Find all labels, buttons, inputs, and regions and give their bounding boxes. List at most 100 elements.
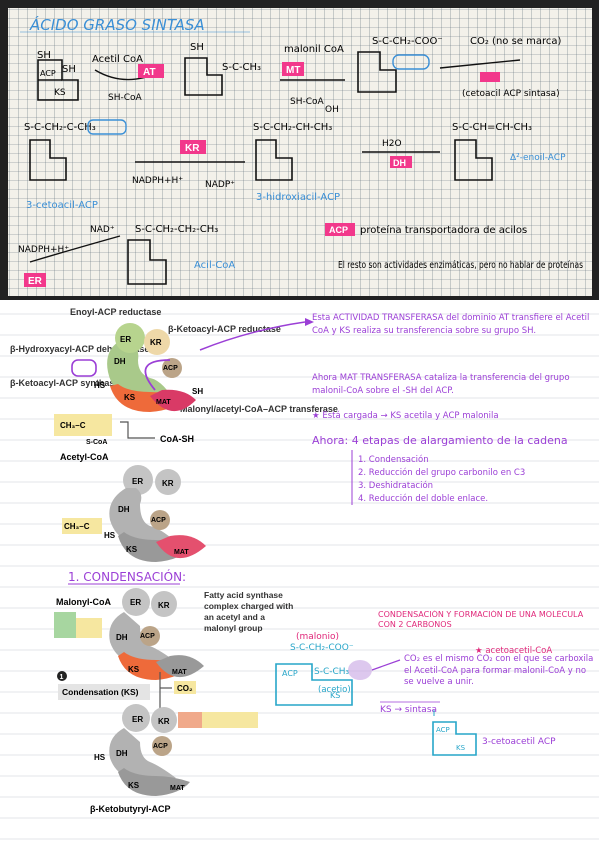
co2-note: CO₂ es el mismo CO₂ con el que se carbox…	[404, 654, 594, 687]
svg-text:DH: DH	[393, 158, 406, 168]
svg-text:S-C-CH₂-CH₂-CH₃: S-C-CH₂-CH₂-CH₃	[135, 224, 218, 235]
svg-text:ER: ER	[120, 335, 131, 344]
svg-text:KS: KS	[54, 88, 66, 98]
fas-figure-2: Malonyl-CoA ER KR DH ACP KS MAT Fatty ac…	[54, 588, 294, 814]
svg-text:NADPH+H⁺: NADPH+H⁺	[18, 245, 69, 255]
svg-text:malonil CoA: malonil CoA	[284, 44, 344, 55]
svg-text:(acetio): (acetio)	[318, 685, 351, 695]
svg-text:Acil-CoA: Acil-CoA	[194, 260, 235, 271]
svg-text:AT: AT	[143, 67, 156, 78]
kr-domain	[144, 329, 170, 355]
svg-text:KS: KS	[124, 393, 136, 402]
condensation-title: CONDENSACIÓN Y FORMACIÓN DE UNA MOLÉCULA…	[378, 610, 584, 629]
dh-domain	[107, 342, 170, 396]
svg-text:S-C-CH₂-C-CH₃: S-C-CH₂-C-CH₃	[24, 122, 96, 133]
acetyl-coa-box	[54, 414, 112, 436]
svg-text:NADP⁺: NADP⁺	[205, 180, 235, 190]
acp-ks-block-1	[37, 59, 79, 101]
fig2-caption: Fatty acid synthase complex charged with…	[204, 590, 294, 633]
svg-text:ACP: ACP	[140, 633, 155, 640]
notes-block-2: CONDENSACIÓN Y FORMACIÓN DE UNA MOLÉCULA…	[275, 610, 594, 756]
svg-text:HS: HS	[94, 753, 106, 762]
ks-sintasa: KS → sintasa	[380, 705, 437, 715]
svg-text:Δ²-enoil-ACP: Δ²-enoil-ACP	[510, 153, 566, 163]
product-label: β-Ketobutyryl-ACP	[90, 804, 171, 814]
svg-text:HS: HS	[94, 381, 106, 390]
note-stages-heading: Ahora: 4 etapas de alargamiento de la ca…	[312, 434, 568, 447]
svg-text:ACP: ACP	[163, 365, 178, 372]
svg-text:3-hidroxiacil-ACP: 3-hidroxiacil-ACP	[256, 192, 340, 203]
note-loaded: ★ Está cargada → KS acetila y ACP maloni…	[312, 411, 499, 421]
at-tag	[138, 64, 164, 78]
svg-text:ACP: ACP	[436, 726, 450, 734]
mat-domain	[150, 389, 196, 412]
svg-text:KS: KS	[126, 545, 138, 554]
svg-text:SH: SH	[37, 50, 51, 61]
svg-text:NAD⁺: NAD⁺	[90, 225, 115, 235]
note-at-transfer: Esta ACTIVIDAD TRANSFERASA del dominio A…	[312, 313, 590, 336]
svg-text:ACP: ACP	[151, 517, 166, 524]
svg-text:Malonyl-CoA: Malonyl-CoA	[56, 597, 111, 607]
svg-text:Malonyl/acetyl-CoA–ACP transfe: Malonyl/acetyl-CoA–ACP transferase	[180, 404, 338, 414]
mat-domain-2	[156, 535, 206, 559]
svg-text:KR: KR	[158, 717, 170, 726]
svg-text:β-Hydroxyacyl-ACP dehydratase: β-Hydroxyacyl-ACP dehydratase	[10, 344, 149, 354]
svg-text:KR: KR	[158, 601, 170, 610]
svg-text:KS: KS	[128, 665, 140, 674]
svg-text:4. Reducción del doble enlace.: 4. Reducción del doble enlace.	[358, 493, 488, 504]
photo-heading: ÁCIDO GRASO SINTASA	[29, 15, 205, 34]
svg-text:1. Condensación: 1. Condensación	[358, 454, 429, 465]
svg-text:ACP: ACP	[153, 743, 168, 750]
svg-text:DH: DH	[114, 357, 126, 366]
svg-text:β-Ketoacyl-ACP synthase: β-Ketoacyl-ACP synthase	[10, 378, 119, 388]
svg-text:H2O: H2O	[382, 139, 402, 149]
svg-text:(cetoacil ACP sintasa): (cetoacil ACP sintasa)	[462, 89, 560, 99]
svg-text:S-C-CH₂-COO⁻: S-C-CH₂-COO⁻	[372, 36, 443, 47]
svg-text:OH: OH	[325, 105, 339, 115]
svg-text:ER: ER	[132, 715, 143, 724]
svg-text:HS: HS	[104, 531, 116, 540]
notebook-photo: ÁCIDO GRASO SINTASA SH SH ACP KS Acetil …	[0, 0, 599, 300]
svg-text:SH: SH	[192, 387, 203, 396]
page-canvas: Enoyl-ACP reductase β-Ketoacyl-ACP reduc…	[0, 307, 599, 840]
svg-text:ER: ER	[132, 477, 143, 486]
svg-text:CH₃–C: CH₃–C	[64, 522, 90, 531]
note-mat-transfer: Ahora MAT TRANSFERASA cataliza la transf…	[312, 373, 570, 396]
svg-text:(malonio): (malonio)	[296, 632, 339, 642]
svg-text:β-Ketoacyl-ACP reductase: β-Ketoacyl-ACP reductase	[168, 324, 281, 334]
svg-text:S-C-CH₂-COO⁻: S-C-CH₂-COO⁻	[290, 643, 354, 653]
svg-text:El resto son actividades enzim: El resto son actividades enzimáticas, pe…	[338, 260, 583, 271]
svg-text:SH: SH	[62, 64, 76, 75]
fas-figure-1: Enoyl-ACP reductase β-Ketoacyl-ACP reduc…	[10, 307, 338, 562]
notebook-page: Enoyl-ACP reductase β-Ketoacyl-ACP reduc…	[0, 300, 599, 848]
svg-text:MT: MT	[286, 65, 300, 76]
svg-text:CH₃–C: CH₃–C	[60, 421, 86, 430]
svg-text:KS: KS	[456, 744, 466, 752]
kr-tag	[180, 140, 206, 154]
svg-text:NADPH+H⁺: NADPH+H⁺	[132, 176, 183, 186]
svg-text:Enoyl-ACP reductase: Enoyl-ACP reductase	[70, 307, 161, 317]
svg-text:S-CoA: S-CoA	[86, 439, 107, 446]
svg-text:3. Deshidratación: 3. Deshidratación	[358, 480, 433, 491]
svg-text:KR: KR	[185, 143, 200, 154]
acp-domain	[162, 358, 182, 378]
svg-text:CO₂ (no se marca): CO₂ (no se marca)	[470, 36, 562, 47]
acp-tag	[325, 223, 355, 236]
er-tag	[24, 273, 46, 287]
svg-text:1: 1	[60, 674, 64, 681]
svg-text:S-C-CH=CH-CH₃: S-C-CH=CH-CH₃	[452, 122, 532, 133]
svg-text:ER: ER	[130, 598, 141, 607]
svg-text:SH-CoA: SH-CoA	[108, 93, 143, 103]
svg-text:DH: DH	[118, 505, 130, 514]
notes-block-1: Esta ACTIVIDAD TRANSFERASA del dominio A…	[312, 313, 590, 505]
photo-canvas: ÁCIDO GRASO SINTASA SH SH ACP KS Acetil …	[0, 0, 599, 300]
svg-text:ACP: ACP	[329, 225, 348, 235]
svg-text:MAT: MAT	[170, 785, 185, 792]
svg-text:SH: SH	[190, 42, 204, 53]
svg-text:S-C-CH₃: S-C-CH₃	[222, 62, 261, 73]
svg-text:KR: KR	[150, 338, 162, 347]
svg-text:2. Reducción del grupo carboni: 2. Reducción del grupo carbonilo en C3	[358, 467, 525, 478]
svg-text:MAT: MAT	[174, 549, 189, 556]
svg-text:Acetil CoA: Acetil CoA	[92, 54, 143, 65]
svg-text:SH-CoA: SH-CoA	[290, 97, 325, 107]
